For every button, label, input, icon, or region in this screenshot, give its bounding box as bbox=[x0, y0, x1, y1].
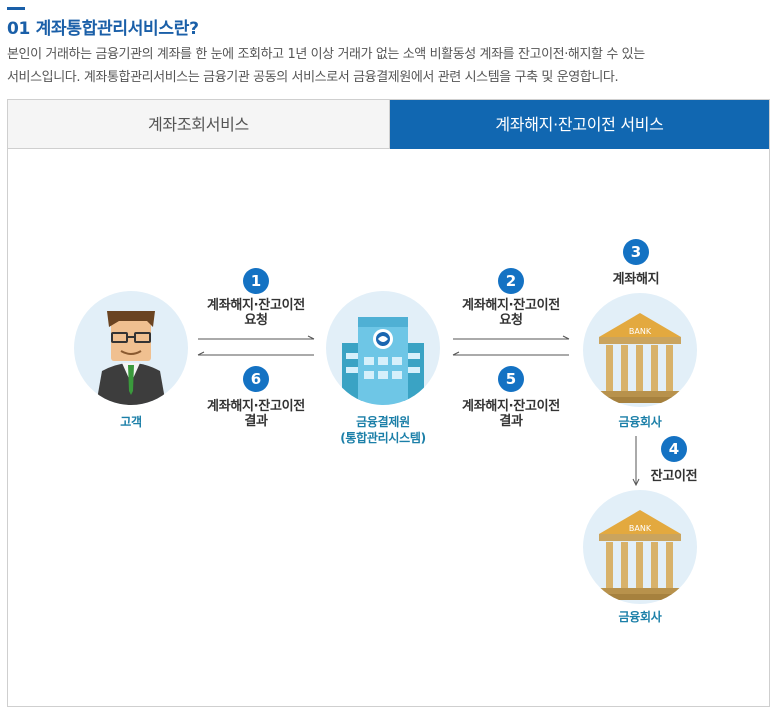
step-label-line: 요청 bbox=[499, 313, 523, 328]
customer-circle bbox=[74, 291, 188, 405]
customer-label: 고객 bbox=[120, 415, 142, 429]
bank-circle-2: BANK bbox=[583, 490, 697, 604]
step-badge-2: 2 bbox=[498, 268, 524, 294]
tab-account-inquiry[interactable]: 계좌조회서비스 bbox=[8, 100, 390, 149]
step-badge-4: 4 bbox=[661, 436, 687, 462]
flow-arrows bbox=[197, 335, 640, 487]
step-label-4: 잔고이전 bbox=[650, 469, 698, 484]
step-badge-6: 6 bbox=[243, 366, 269, 392]
step-label-5: 계좌해지·잔고이전 결과 bbox=[441, 399, 581, 429]
service-panel: 계좌조회서비스 계좌해지·잔고이전 서비스 고객 bbox=[7, 99, 770, 707]
kftc-circle bbox=[326, 291, 440, 405]
step-label-line: 결과 bbox=[499, 414, 523, 429]
bank-building-icon: BANK bbox=[593, 313, 687, 403]
step-label-line: 요청 bbox=[244, 313, 268, 328]
arrow-request-to-bank bbox=[453, 335, 570, 340]
step-label-3: 계좌해지 bbox=[612, 272, 660, 287]
step-badge-5: 5 bbox=[498, 366, 524, 392]
arrow-balance-transfer bbox=[632, 436, 640, 487]
bank-label-2: 금융회사 bbox=[618, 610, 662, 624]
description-line: 서비스입니다. 계좌통합관리서비스는 금융기관 공동의 서비스로서 금융결제원에… bbox=[7, 70, 619, 85]
description-line: 본인이 거래하는 금융기관의 계좌를 한 눈에 조회하고 1년 이상 거래가 없… bbox=[7, 47, 645, 62]
customer-icon bbox=[96, 311, 166, 405]
bank-label-1: 금융회사 bbox=[618, 415, 662, 429]
service-flow-diagram: 고객 금융결 bbox=[8, 100, 769, 706]
bank-sign-text: BANK bbox=[629, 524, 652, 533]
bank-building-icon: BANK bbox=[593, 510, 687, 600]
kftc-label: 금융결제원 (통합관리시스템) bbox=[316, 414, 450, 446]
step-badge-3: 3 bbox=[623, 239, 649, 265]
step-label-6: 계좌해지·잔고이전 결과 bbox=[186, 399, 326, 429]
step-label-line: 계좌해지·잔고이전 bbox=[462, 298, 560, 313]
step-label-line: 계좌해지·잔고이전 bbox=[462, 399, 560, 414]
kftc-building-icon bbox=[342, 317, 424, 405]
step-label-1: 계좌해지·잔고이전 요청 bbox=[186, 298, 326, 328]
bank-sign-text: BANK bbox=[629, 327, 652, 336]
bank-circle-1: BANK bbox=[583, 293, 697, 407]
arrow-request-to-kftc bbox=[198, 335, 315, 340]
tab-account-closure-transfer[interactable]: 계좌해지·잔고이전 서비스 bbox=[390, 100, 769, 149]
kftc-label-line: 금융결제원 bbox=[356, 415, 410, 429]
step-label-line: 결과 bbox=[244, 414, 268, 429]
page-title: 01 계좌통합관리서비스란? bbox=[7, 19, 199, 39]
step-badge-1: 1 bbox=[243, 268, 269, 294]
title-accent-bar bbox=[7, 7, 25, 10]
arrow-result-to-customer bbox=[197, 351, 314, 356]
arrow-result-to-kftc bbox=[452, 351, 569, 356]
service-tabs: 계좌조회서비스 계좌해지·잔고이전 서비스 bbox=[8, 100, 769, 149]
step-label-line: 계좌해지·잔고이전 bbox=[207, 399, 305, 414]
step-label-line: 계좌해지·잔고이전 bbox=[207, 298, 305, 313]
step-label-2: 계좌해지·잔고이전 요청 bbox=[441, 298, 581, 328]
kftc-label-line: (통합관리시스템) bbox=[340, 431, 426, 445]
page-description: 본인이 거래하는 금융기관의 계좌를 한 눈에 조회하고 1년 이상 거래가 없… bbox=[7, 43, 772, 89]
